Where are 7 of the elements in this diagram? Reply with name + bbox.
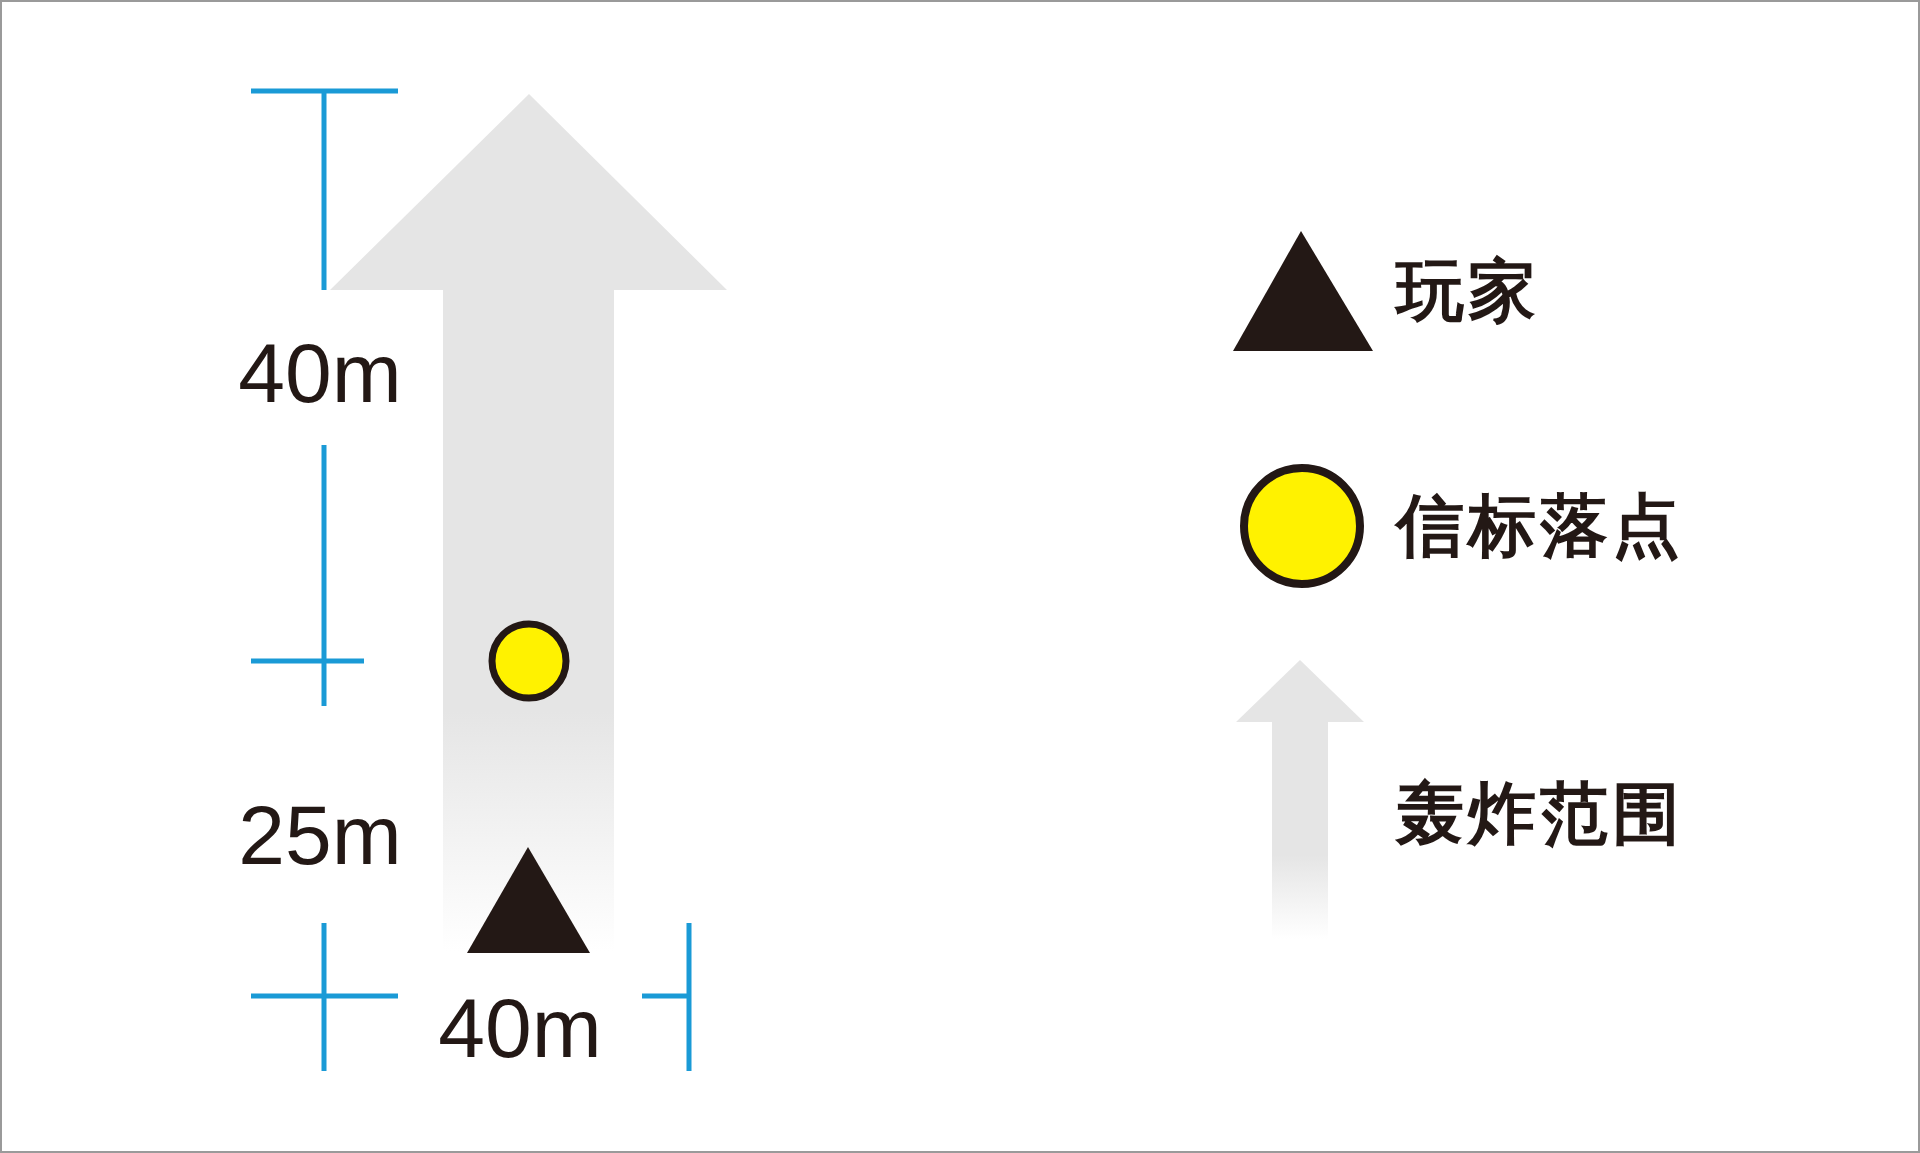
dimension-label: 40m — [438, 986, 602, 1070]
dimension-label: 40m — [238, 331, 402, 415]
legend-label: 轰炸范围 — [1396, 780, 1684, 848]
legend-label: 玩家 — [1396, 257, 1540, 325]
player-marker — [467, 847, 590, 953]
dimension-label: 25m — [238, 793, 402, 877]
legend-label: 信标落点 — [1396, 492, 1684, 560]
